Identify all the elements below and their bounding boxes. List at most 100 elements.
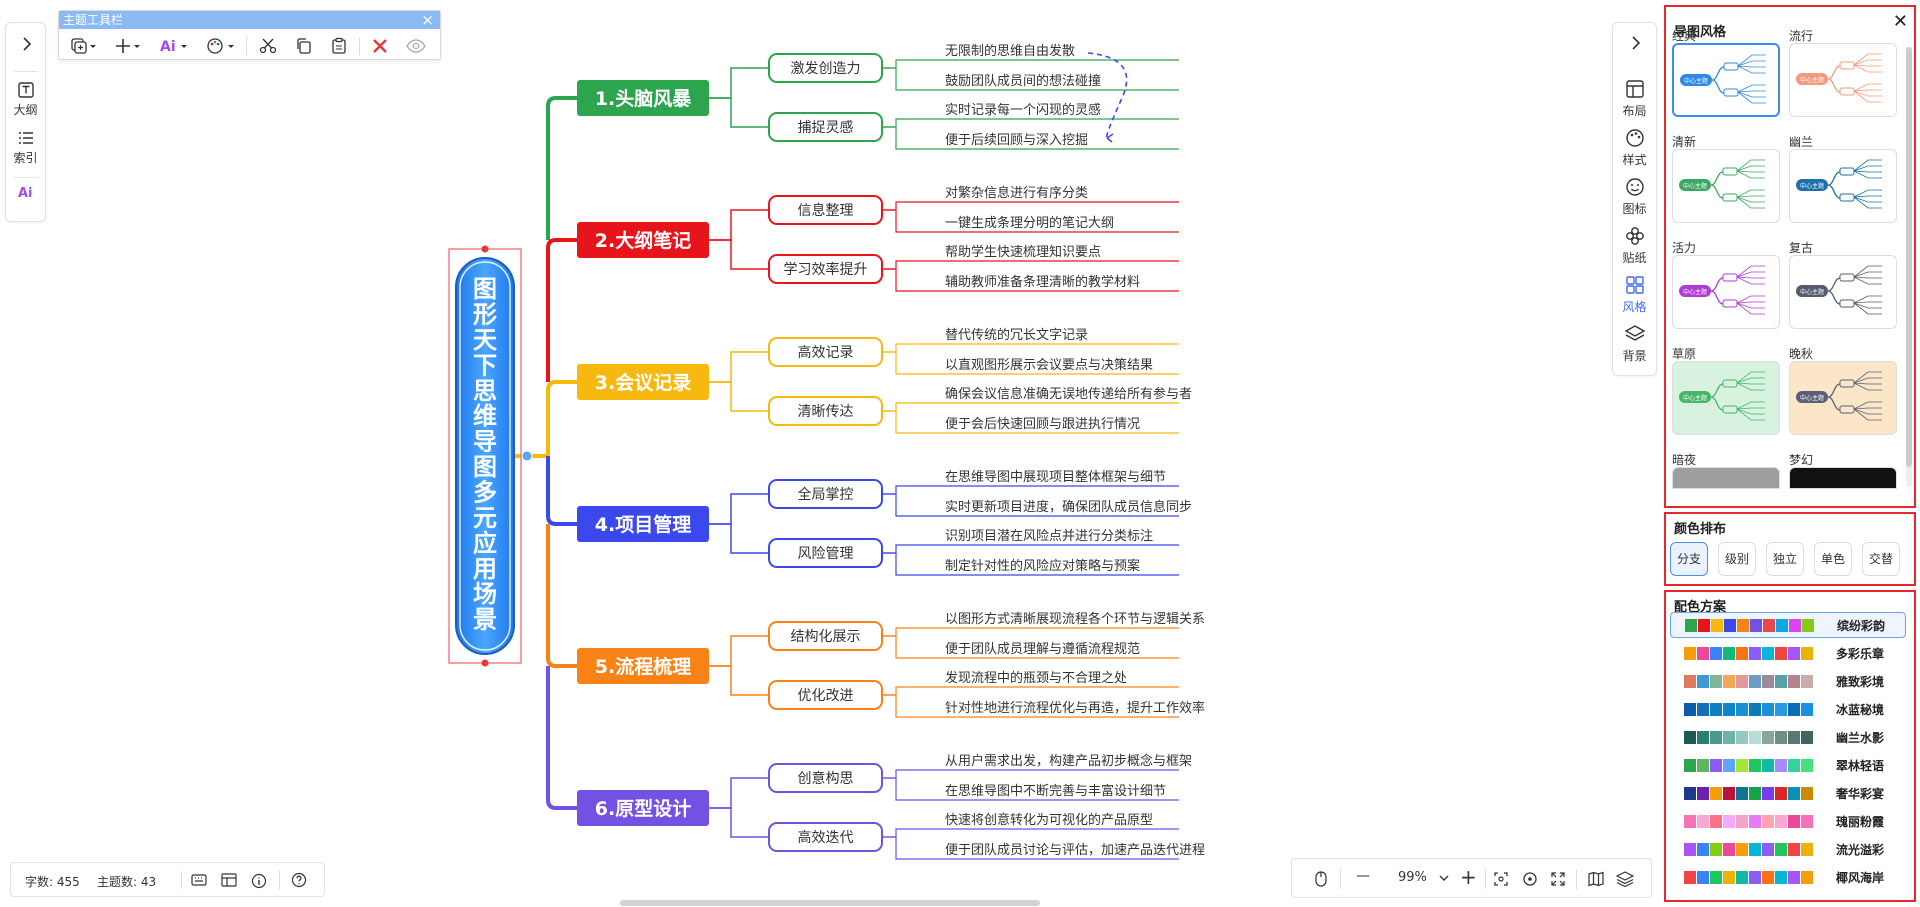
theme-preview[interactable]: 中心主题 (1789, 149, 1897, 223)
color-layout-option[interactable]: 分支 (1670, 542, 1708, 576)
theme-preview[interactable]: 中心主题 (1789, 255, 1897, 329)
sub-topic-node[interactable]: 捕捉灵感 (768, 112, 883, 142)
branch-node[interactable]: 6.原型设计 (577, 790, 709, 826)
theme-option[interactable]: 幽兰中心主题 (1789, 133, 1897, 223)
close-icon[interactable]: ✕ (1892, 11, 1908, 32)
ai-menu-button[interactable]: Ai (157, 35, 191, 57)
rail-background-button[interactable]: 背景 (1613, 324, 1656, 364)
leaf-topic[interactable]: 便于会后快速回顾与跟进执行情况 (945, 417, 1140, 432)
fullscreen-icon[interactable] (1550, 871, 1566, 887)
color-layout-option[interactable]: 单色 (1814, 542, 1852, 576)
leaf-topic[interactable]: 针对性地进行流程优化与再造，提升工作效率 (945, 700, 1205, 716)
leaf-topic[interactable]: 实时记录每一个闪现的灵感 (945, 102, 1101, 118)
color-scheme-option[interactable]: 缤纷彩韵 (1670, 612, 1906, 638)
leaf-topic[interactable]: 无限制的思维自由发散 (945, 43, 1075, 59)
color-scheme-option[interactable]: 多彩乐章 (1670, 640, 1906, 666)
leaf-topic[interactable]: 在思维导图中不断完善与丰富设计细节 (945, 783, 1166, 799)
theme-preview[interactable] (1672, 467, 1780, 489)
theme-option[interactable]: 梦幻 (1789, 451, 1897, 489)
sub-topic-node[interactable]: 风险管理 (768, 538, 883, 568)
color-layout-option[interactable]: 交替 (1862, 542, 1900, 576)
info-icon[interactable] (251, 873, 267, 889)
add-topic-button[interactable] (67, 35, 101, 57)
leaf-topic[interactable]: 制定针对性的风险应对策略与预案 (945, 558, 1140, 574)
theme-preview[interactable]: 中心主题 (1789, 43, 1897, 117)
branch-node[interactable]: 5.流程梳理 (577, 648, 709, 684)
leaf-topic[interactable]: 确保会议信息准确无误地传递给所有参与者 (945, 386, 1192, 402)
leaf-topic[interactable]: 一键生成条理分明的笔记大纲 (945, 215, 1114, 231)
color-scheme-option[interactable]: 瑰丽粉霞 (1670, 808, 1906, 834)
sub-topic-node[interactable]: 清晰传达 (768, 396, 883, 426)
branch-node[interactable]: 3.会议记录 (577, 364, 709, 400)
rail-icon-button[interactable]: 图标 (1613, 177, 1656, 217)
rail-layout-button[interactable]: 布局 (1613, 79, 1656, 119)
branch-node[interactable]: 4.项目管理 (577, 506, 709, 542)
outline-button[interactable]: 大纲 (6, 81, 45, 118)
leaf-topic[interactable]: 发现流程中的瓶颈与不合理之处 (945, 670, 1127, 686)
resize-handle[interactable] (481, 245, 489, 253)
leaf-topic[interactable]: 帮助学生快速梳理知识要点 (945, 244, 1101, 260)
sub-topic-node[interactable]: 高效记录 (768, 337, 883, 367)
minimap-icon[interactable] (1588, 871, 1604, 887)
topic-toolbar-header[interactable]: 主题工具栏 × (59, 11, 440, 29)
zoom-out-button[interactable]: — (1356, 868, 1370, 884)
theme-option[interactable]: 经典中心主题 (1672, 27, 1780, 117)
leaf-topic[interactable]: 便于团队成员讨论与评估，加速产品迭代进程 (945, 843, 1205, 858)
copy-button[interactable] (291, 35, 317, 57)
leaf-topic[interactable]: 便于后续回顾与深入挖掘 (945, 133, 1088, 148)
delete-button[interactable] (367, 35, 393, 57)
color-scheme-option[interactable]: 雅致彩境 (1670, 668, 1906, 694)
leaf-topic[interactable]: 鼓励团队成员间的想法碰撞 (945, 73, 1101, 89)
right-rail-expand-button[interactable] (1613, 33, 1656, 56)
keyboard-icon[interactable] (191, 873, 207, 887)
sub-topic-node[interactable]: 信息整理 (768, 195, 883, 225)
theme-preview[interactable] (1789, 467, 1897, 489)
collapse-toggle[interactable] (521, 450, 533, 462)
theme-preview[interactable]: 中心主题 (1672, 255, 1780, 329)
sub-topic-node[interactable]: 学习效率提升 (768, 254, 883, 284)
index-button[interactable]: 索引 (6, 129, 45, 166)
branch-node[interactable]: 1.头脑风暴 (577, 80, 709, 116)
theme-option[interactable]: 活力中心主题 (1672, 239, 1780, 329)
ai-button[interactable]: Ai (6, 183, 45, 203)
fit-icon[interactable] (1493, 871, 1509, 887)
theme-option[interactable]: 复古中心主题 (1789, 239, 1897, 329)
leaf-topic[interactable]: 识别项目潜在风险点并进行分类标注 (945, 529, 1153, 544)
theme-option[interactable]: 晚秋中心主题 (1789, 345, 1897, 435)
leaf-topic[interactable]: 快速将创意转化为可视化的产品原型 (945, 812, 1153, 828)
panel-scrollbar[interactable] (1906, 47, 1912, 487)
leaf-topic[interactable]: 辅助教师准备条理清晰的教学材料 (945, 274, 1140, 290)
color-scheme-option[interactable]: 冰蓝秘境 (1670, 696, 1906, 722)
color-scheme-option[interactable]: 流光溢彩 (1670, 836, 1906, 862)
center-icon[interactable] (1522, 871, 1538, 887)
resize-handle[interactable] (481, 659, 489, 667)
leaf-topic[interactable]: 从用户需求出发，构建产品初步概念与框架 (945, 753, 1192, 769)
theme-preview[interactable]: 中心主题 (1672, 361, 1780, 435)
color-scheme-option[interactable]: 幽兰水影 (1670, 724, 1906, 750)
leaf-topic[interactable]: 以图形方式清晰展现流程各个环节与逻辑关系 (945, 611, 1205, 627)
rail-style-button[interactable]: 样式 (1613, 128, 1656, 168)
theme-preview[interactable]: 中心主题 (1672, 149, 1780, 223)
mindmap-canvas[interactable]: 1.头脑风暴激发创造力无限制的思维自由发散鼓励团队成员间的想法碰撞捕捉灵感实时记… (0, 0, 1620, 907)
root-topic-node[interactable]: 图形天下思维导图多元应用场景 (448, 245, 533, 667)
theme-preview[interactable]: 中心主题 (1672, 43, 1780, 117)
scrollbar-thumb[interactable] (1906, 47, 1912, 467)
paste-button[interactable] (326, 35, 352, 57)
branch-node[interactable]: 2.大纲笔记 (577, 222, 709, 258)
leaf-topic[interactable]: 对繁杂信息进行有序分类 (945, 185, 1088, 201)
sub-topic-node[interactable]: 创意构思 (768, 763, 883, 793)
left-panel-expand-button[interactable] (6, 35, 45, 55)
color-scheme-option[interactable]: 奢华彩宴 (1670, 780, 1906, 806)
rail-sticker-button[interactable]: 贴纸 (1613, 226, 1656, 266)
layout-toggle-icon[interactable] (221, 873, 237, 887)
theme-option[interactable]: 草原中心主题 (1672, 345, 1780, 435)
leaf-topic[interactable]: 替代传统的冗长文字记录 (945, 327, 1088, 343)
theme-option[interactable]: 暗夜 (1672, 451, 1780, 489)
leaf-topic[interactable]: 以直观图形展示会议要点与决策结果 (945, 357, 1153, 373)
cut-button[interactable] (255, 35, 281, 57)
mouse-icon[interactable] (1314, 871, 1328, 887)
zoom-level[interactable]: 99% (1398, 870, 1427, 885)
chevron-down-icon[interactable] (1439, 874, 1449, 882)
theme-option[interactable]: 清新中心主题 (1672, 133, 1780, 223)
sub-topic-node[interactable]: 结构化展示 (768, 621, 883, 651)
